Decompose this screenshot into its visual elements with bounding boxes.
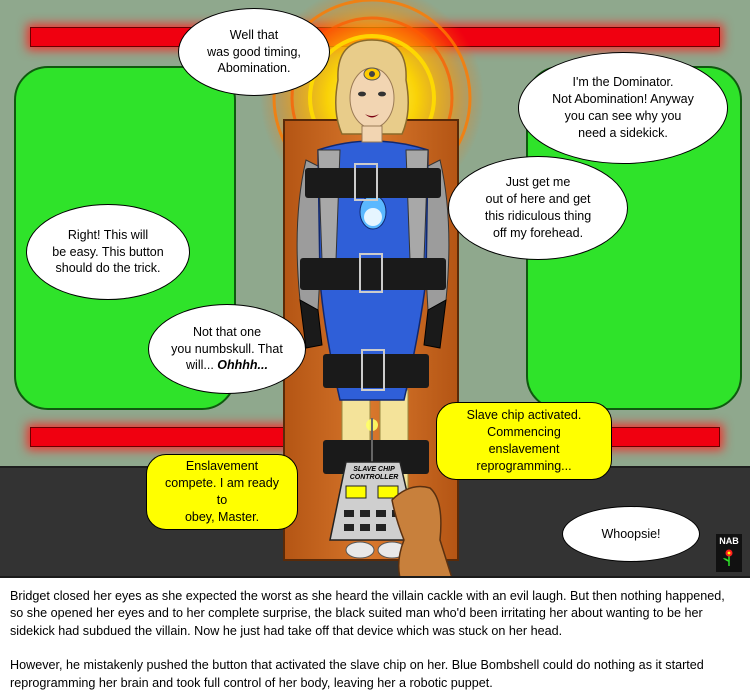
device-label-line1: SLAVE CHIP	[353, 466, 395, 473]
speech-bubble-dominator: I'm the Dominator. Not Abomination! Anyw…	[518, 52, 728, 164]
speech-text-not-that-one: Not that one you numbskull. That will...…	[171, 324, 283, 375]
speech-bubble-right-button: Right! This will be easy. This button sh…	[26, 204, 190, 300]
device-label-line2: CONTROLLER	[349, 474, 399, 482]
speech-text-whoopsie: Whoopsie!	[601, 526, 661, 541]
speech-text-slave-chip: Slave chip activated. Commencing enslave…	[466, 408, 582, 473]
scene-illustration	[260, 0, 484, 576]
speech-bubble-slave-chip: Slave chip activated. Commencing enslave…	[436, 402, 612, 480]
restraint-straps	[300, 163, 446, 474]
head	[335, 39, 409, 143]
artist-signature-text: NAB	[719, 536, 739, 546]
comic-panel: SLAVE CHIP CONTROLLER Well that was good…	[0, 0, 750, 578]
flower-icon	[723, 549, 733, 566]
speech-text-right-button: Right! This will be easy. This button sh…	[52, 227, 164, 276]
speech-text-enslavement-complete: Enslavement compete. I am ready to obey,…	[165, 459, 279, 524]
slave-chip-controller	[329, 418, 419, 541]
speech-text-not-that-one-main: Not that one you numbskull. That will...	[171, 324, 283, 373]
speech-bubble-get-me-out: Just get me out of here and get this rid…	[448, 156, 628, 260]
device-label: SLAVE CHIP CONTROLLER	[346, 466, 402, 483]
speech-bubble-not-that-one: Not that one you numbskull. That will...…	[148, 304, 306, 394]
speech-text-not-that-one-emphasis: Ohhhh...	[217, 358, 268, 373]
speech-bubble-whoopsie: Whoopsie!	[562, 506, 700, 562]
artist-signature: NAB	[716, 534, 742, 572]
caption-paragraph-2: However, he mistakenly pushed the button…	[10, 658, 704, 690]
speech-text-get-me-out: Just get me out of here and get this rid…	[484, 175, 592, 240]
hand	[391, 485, 453, 576]
speech-bubble-timing: Well that was good timing, Abomination.	[178, 8, 330, 96]
speech-bubble-enslavement-complete: Enslavement compete. I am ready to obey,…	[146, 454, 298, 530]
caption-box: Bridget closed her eyes as she expected …	[0, 580, 750, 700]
speech-text-dominator: I'm the Dominator. Not Abomination! Anyw…	[552, 75, 694, 140]
speech-text-timing: Well that was good timing, Abomination.	[207, 27, 301, 76]
caption-paragraph-1: Bridget closed her eyes as she expected …	[10, 589, 725, 638]
